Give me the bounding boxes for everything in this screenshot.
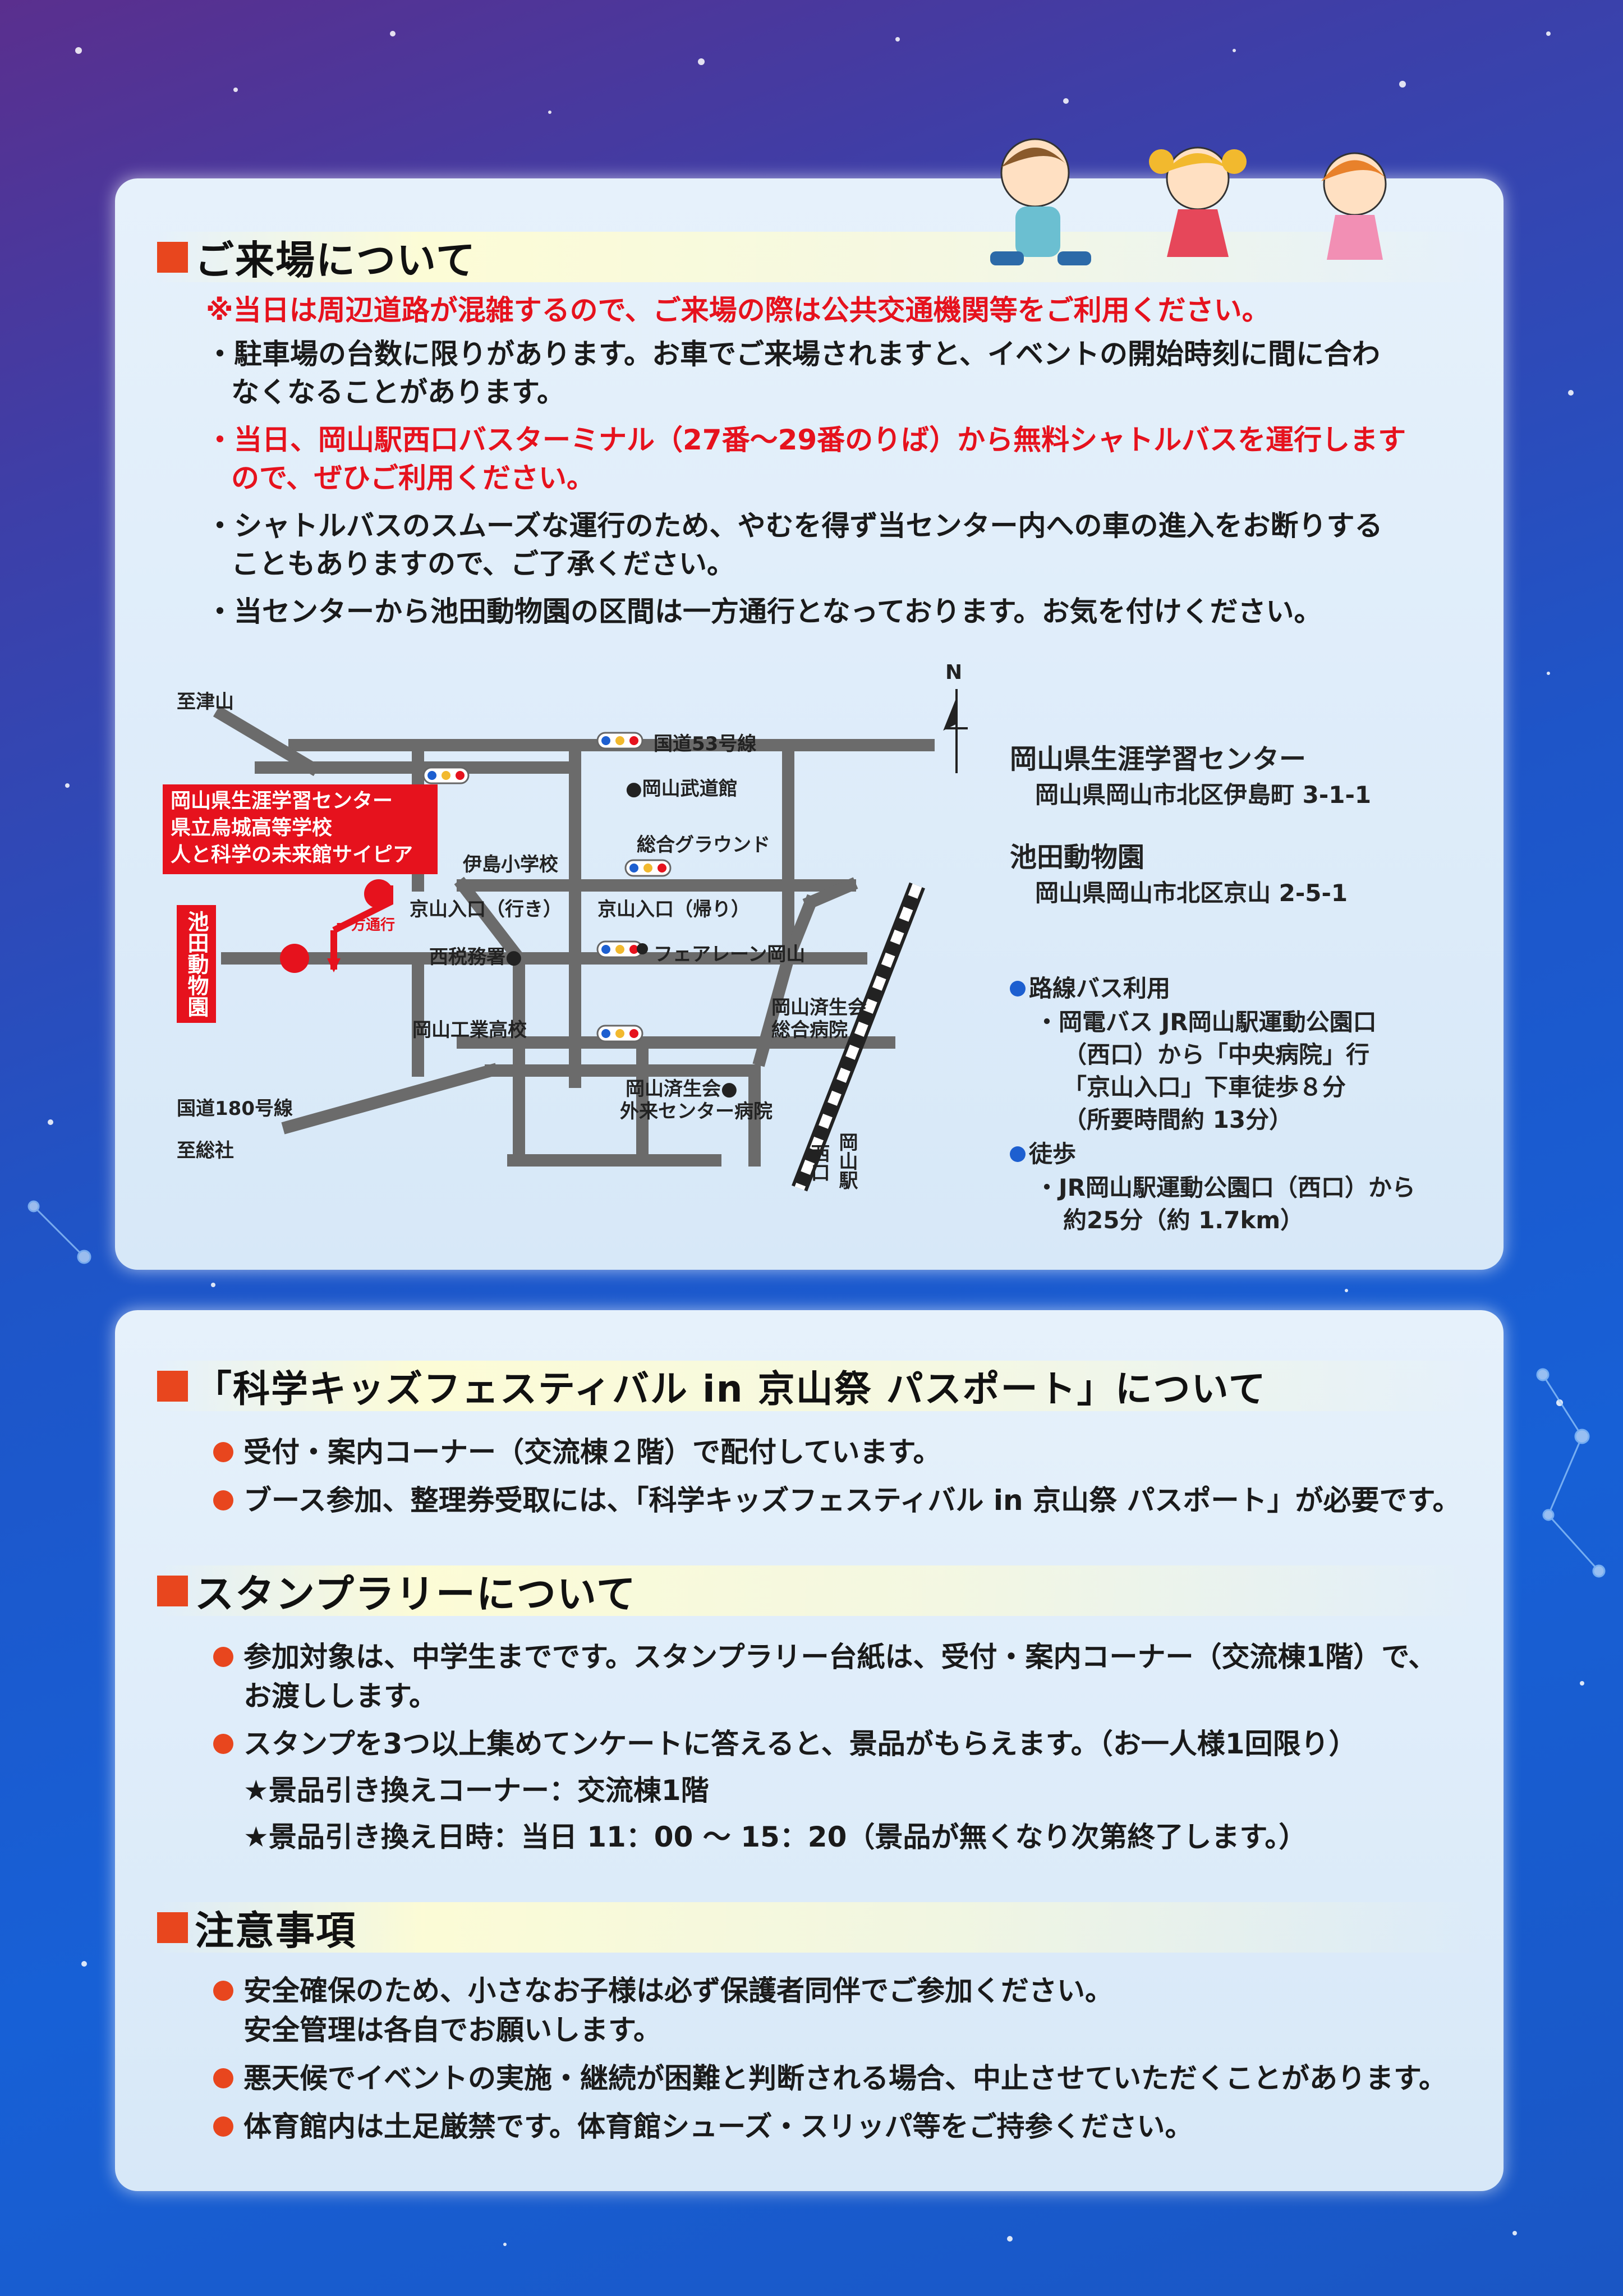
caution-bullet-2-text: 悪天候でイベントの実施・継続が困難と判断される場合、中止させていただくことがあり… xyxy=(243,2062,1447,2095)
bus-line-2: （西口）から「中央病院」行 xyxy=(1063,1041,1370,1068)
heading-square-icon xyxy=(157,241,188,273)
section-heading-caution: 注意事項 xyxy=(157,1902,1481,1954)
map-label-kyoyama-kaeri: 京山入口（帰り） xyxy=(597,898,750,921)
bullet-dot-icon xyxy=(213,1490,233,1510)
passport-bullet-2-text: ブース参加、整理券受取には、「科学キッズフェスティバル in 京山祭 パスポート… xyxy=(243,1484,1461,1517)
map-label-saiseikai-2: 総合病院 xyxy=(771,1019,848,1041)
access-map: N 至津山 国道53号線 ●岡山武道館 総合グラウンド 岡山県生涯学習センター … xyxy=(149,661,979,1228)
caution-bullet-1: 安全確保のため、小さなお子様は必ず保護者同伴でご参加ください。 xyxy=(213,1972,1113,2009)
heading-title: ご来場について xyxy=(195,237,476,283)
bullet-restriction-1: ・シャトルバスのスムーズな運行のため、やむを得ず当センター内への車の進入をお断り… xyxy=(206,509,1383,542)
center-box-line3: 人と科学の未来館サイピア xyxy=(171,843,413,866)
bus-title-text: 路線バス利用 xyxy=(1029,975,1171,1002)
caution-bullet-2: 悪天候でイベントの実施・継続が困難と判断される場合、中止させていただくことがあり… xyxy=(213,2060,1447,2097)
map-label-to-tsuyama: 至津山 xyxy=(177,691,234,713)
place2-name: 池田動物園 xyxy=(1010,842,1145,873)
heading-title: 「科学キッズフェスティバル in 京山祭 パスポート」について xyxy=(195,1367,1267,1411)
north-label: N xyxy=(945,661,963,684)
map-label-saiseikai-1: 岡山済生会 xyxy=(771,997,867,1019)
stamp-bullet-1-text: 参加対象は、中学生までです。スタンプラリー台紙は、受付・案内コーナー（交流棟1階… xyxy=(243,1641,1437,1673)
bus-line-4: （所要時間約 13分） xyxy=(1063,1106,1293,1133)
walk-line-2: 約25分（約 1.7km） xyxy=(1063,1206,1304,1234)
map-label-gairai-1: 岡山済生会● xyxy=(626,1078,738,1100)
center-box-line2: 県立烏城高等学校 xyxy=(171,816,333,839)
center-marker xyxy=(364,879,393,908)
access-panel: ご来場について ※当日は周辺道路が混雑するので、ご来場の際は公共交通機関等をご利… xyxy=(115,138,1504,1270)
map-label-kyoyama-iki: 京山入口（行き） xyxy=(410,898,562,921)
bullet-dot-icon xyxy=(213,1441,233,1462)
bullet-restriction-2: こともありますので、ご了承ください。 xyxy=(231,548,735,580)
bullet-dot-icon xyxy=(213,2068,233,2088)
section-heading-passport: 「科学キッズフェスティバル in 京山祭 パスポート」について xyxy=(157,1361,1481,1411)
center-box-line1: 岡山県生涯学習センター xyxy=(171,789,393,812)
north-arrow-icon xyxy=(943,689,968,773)
map-label-gairai-2: 外来センター病院 xyxy=(620,1100,773,1123)
caution-bullet-3: 体育館内は土足厳禁です。体育館シューズ・スリッパ等をご持参ください。 xyxy=(213,2108,1193,2145)
kid-boy-icon xyxy=(990,138,1091,265)
map-label-station: 岡山駅 xyxy=(835,1132,858,1190)
map-label-iji-school: 伊島小学校 xyxy=(463,853,558,876)
stamp-prize-time: ★景品引き換え日時：当日 11：00 ～ 15：20（景品が無くなり次第終了しま… xyxy=(243,1821,1307,1853)
place2-address: 岡山県岡山市北区京山 2-5-1 xyxy=(1035,879,1348,907)
caution-bullet-1-text: 安全確保のため、小さなお子様は必ず保護者同伴でご参加ください。 xyxy=(243,1974,1113,2007)
bullet-dot-icon xyxy=(213,1646,233,1667)
bus-line-1: ・岡電バス JR岡山駅運動公園口 xyxy=(1035,1008,1377,1036)
map-label-to-soja: 至総社 xyxy=(177,1140,234,1162)
map-label-budokan: ●岡山武道館 xyxy=(626,778,738,800)
map-label-ground: 総合グラウンド xyxy=(637,834,770,856)
kid-girl-icon xyxy=(1149,146,1247,257)
heading-square-icon xyxy=(157,1370,188,1402)
zoo-marker xyxy=(280,944,309,973)
kid-girl2-icon xyxy=(1321,152,1388,260)
passport-bullet-1: 受付・案内コーナー（交流棟２階）で配付しています。 xyxy=(213,1434,941,1471)
map-label-fairlane: フェアレーン岡山 xyxy=(654,943,806,966)
passport-bullet-2: ブース参加、整理券受取には、「科学キッズフェスティバル in 京山祭 パスポート… xyxy=(213,1482,1460,1519)
passport-bullet-1-text: 受付・案内コーナー（交流棟２階）で配付しています。 xyxy=(243,1436,941,1468)
map-label-oneway: 一方通行 xyxy=(337,917,396,934)
bus-line-3: 「京山入口」下車徒歩８分 xyxy=(1063,1073,1346,1101)
bullet-parking-1: ・駐車場の台数に限りがあります。お車でご来場されますと、イベントの開始時刻に間に… xyxy=(206,338,1380,370)
stamp-bullet-2: スタンプを3つ以上集めてンケートに答えると、景品がもらえます。（お一人様1回限り… xyxy=(213,1725,1357,1762)
notice-text: ※当日は周辺道路が混雑するので、ご来場の際は公共交通機関等をご利用ください。 xyxy=(206,294,1270,327)
bullet-oneway: ・当センターから池田動物園の区間は一方通行となっております。お気を付けください。 xyxy=(206,595,1322,628)
stamp-bullet-1-line2: お渡しします。 xyxy=(243,1680,437,1712)
heading-title: 注意事項 xyxy=(195,1907,356,1954)
map-label-route53: 国道53号線 xyxy=(654,733,757,755)
ikeda-zoo-label-box: 池田動物園 xyxy=(177,905,216,1023)
center-label-box: 岡山県生涯学習センター 県立烏城高等学校 人と科学の未来館サイピア xyxy=(163,784,438,874)
bullet-dot-icon xyxy=(213,1733,233,1754)
stamp-bullet-1: 参加対象は、中学生までです。スタンプラリー台紙は、受付・案内コーナー（交流棟1階… xyxy=(213,1638,1436,1675)
heading-title: スタンプラリーについて xyxy=(195,1571,637,1617)
stamp-prize-corner: ★景品引き換えコーナー：交流棟1階 xyxy=(243,1774,709,1807)
railway-line xyxy=(792,882,925,1192)
heading-square-icon xyxy=(157,1575,188,1606)
blue-dot-icon xyxy=(1010,1146,1026,1162)
bullet-dot-icon xyxy=(213,1980,233,2001)
bullet-parking-2: なくなることがあります。 xyxy=(231,376,565,408)
bullet-shuttle-1: ・当日、岡山駅西口バスターミナル（27番～29番のりば）から無料シャトルバスを運… xyxy=(206,424,1406,456)
walk-line-1: ・JR岡山駅運動公園口（西口）から xyxy=(1035,1174,1415,1201)
map-label-route180: 国道180号線 xyxy=(177,1098,293,1120)
bullet-dot-icon xyxy=(213,2116,233,2137)
section-heading-stamp: スタンプラリーについて xyxy=(157,1565,1481,1617)
bus-title: 路線バス利用 xyxy=(1010,970,1170,1004)
walk-title-text: 徒歩 xyxy=(1029,1140,1077,1168)
place1-name: 岡山県生涯学習センター xyxy=(1010,743,1307,775)
traffic-light-icons xyxy=(422,732,672,1043)
caution-bullet-3-text: 体育館内は土足厳禁です。体育館シューズ・スリッパ等をご持参ください。 xyxy=(243,2110,1193,2143)
map-label-station-west: 西口 xyxy=(807,1144,830,1182)
section-heading-access: ご来場について xyxy=(157,232,1481,283)
kids-illustration xyxy=(990,138,1388,265)
map-label-kogyo: 岡山工業高校 xyxy=(412,1019,527,1041)
info-panel: 「科学キッズフェスティバル in 京山祭 パスポート」について 受付・案内コーナ… xyxy=(115,1310,1504,2191)
walk-title: 徒歩 xyxy=(1010,1135,1076,1169)
blue-dot-icon xyxy=(1010,980,1026,997)
bullet-shuttle-2: ので、ぜひご利用ください。 xyxy=(231,462,595,494)
stamp-bullet-2-text: スタンプを3つ以上集めてンケートに答えると、景品がもらえます。（お一人様1回限り… xyxy=(243,1728,1357,1760)
place1-address: 岡山県岡山市北区伊島町 3-1-1 xyxy=(1035,781,1372,809)
map-label-zeimusho: 西税務署● xyxy=(429,946,522,968)
heading-square-icon xyxy=(157,1912,188,1943)
caution-bullet-1-line2: 安全管理は各自でお願いします。 xyxy=(243,2014,661,2046)
